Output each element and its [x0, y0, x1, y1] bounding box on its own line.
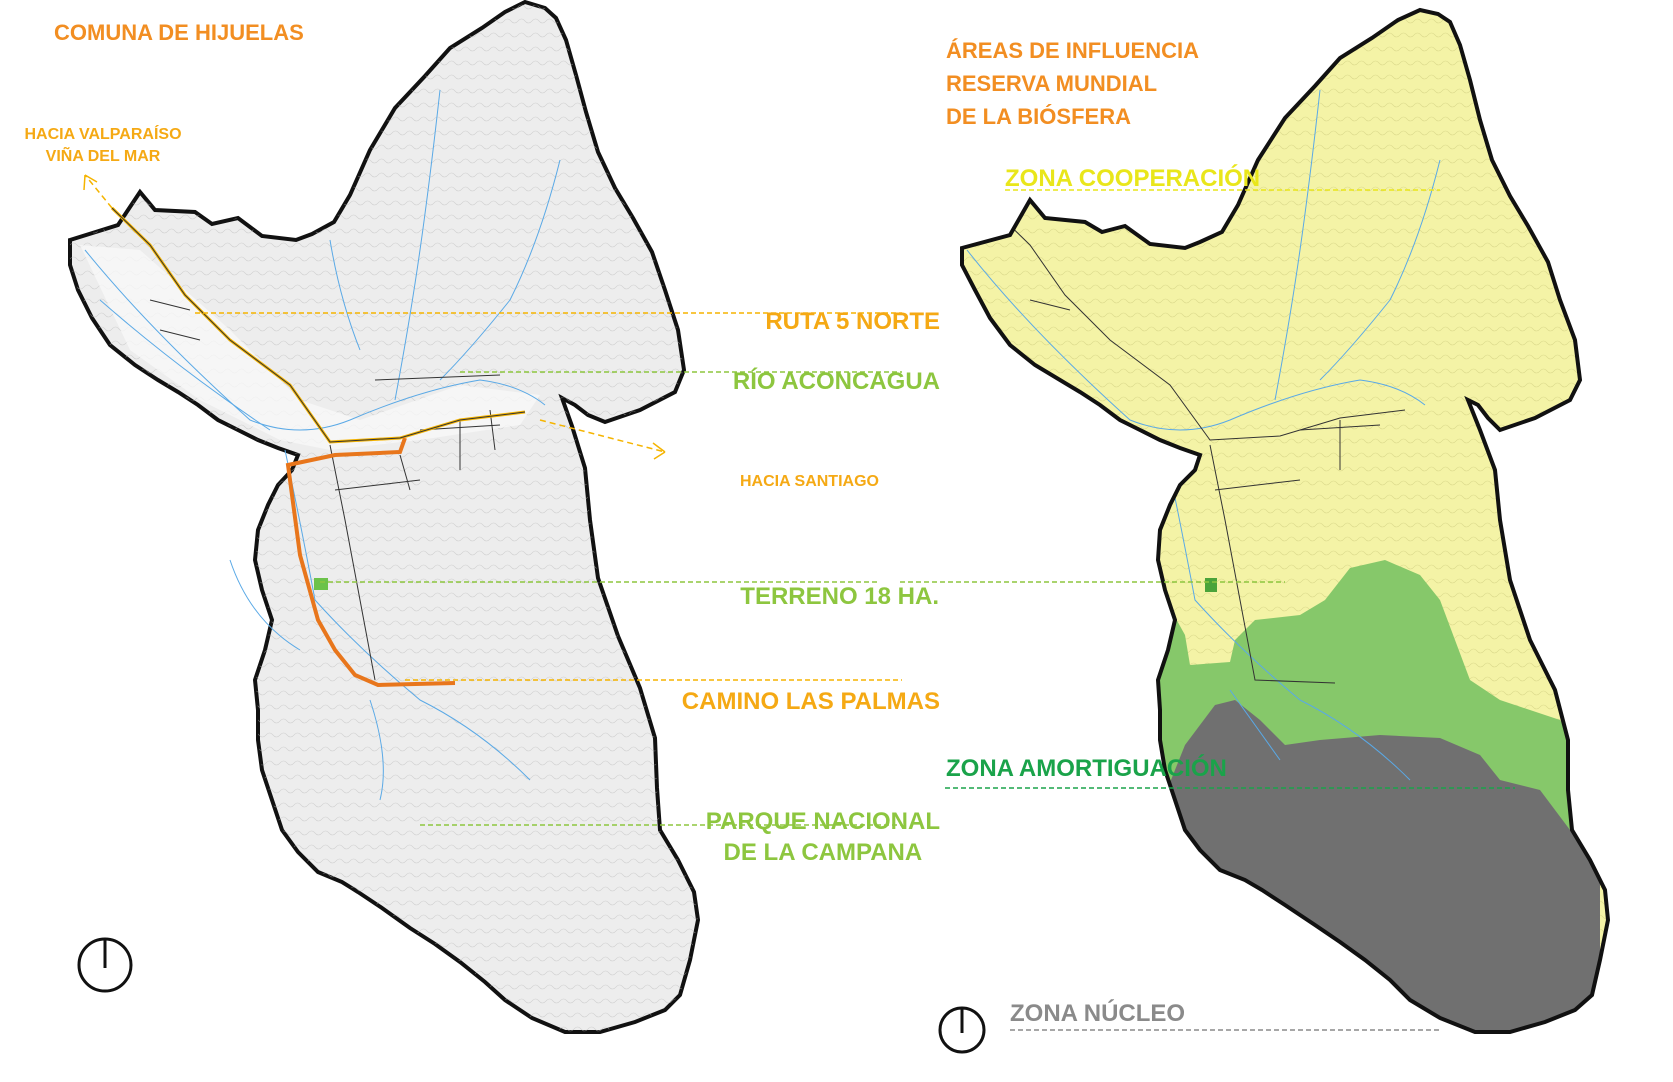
- left-map: [68, 0, 902, 1034]
- north-arrow-right: [938, 1006, 986, 1054]
- ruta-5-norte-center: [111, 207, 526, 443]
- arrowhead-valparaiso: [83, 174, 98, 191]
- streams-left: [84, 89, 561, 801]
- destination-valparaiso-line1: HACIA VALPARAÍSO: [24, 126, 182, 143]
- zona-nucleo-label: ZONA NÚCLEO: [1010, 1000, 1186, 1027]
- map-title-right-line1: ÁREAS DE INFLUENCIA: [946, 38, 1200, 63]
- parque-nacional-line1: PARQUE NACIONAL: [705, 808, 940, 835]
- zona-cooperacion-label: ZONA COOPERACIÓN: [1005, 165, 1261, 192]
- roads-right: [991, 207, 1406, 684]
- destination-santiago-label: HACIA SANTIAGO: [740, 473, 879, 490]
- valley-left: [80, 245, 540, 450]
- arrowhead-santiago: [652, 442, 666, 460]
- map-title-right-line3: DE LA BIÓSFERA: [946, 104, 1131, 129]
- hijuelas-boundary-right: [960, 7, 1611, 1034]
- destination-valparaiso-label: HACIA VALPARAÍSO VIÑA DEL MAR: [8, 124, 198, 167]
- contour-texture-left: [70, 2, 698, 1032]
- map-title-right: ÁREAS DE INFLUENCIA RESERVA MUNDIAL DE L…: [946, 34, 1199, 133]
- north-arrow-left: [77, 937, 133, 993]
- ruta-5-norte-label: RUTA 5 NORTE: [765, 308, 940, 335]
- terreno-18-ha-label: TERRENO 18 HA.: [740, 583, 939, 610]
- zona-amortiguacion-label: ZONA AMORTIGUACIÓN: [946, 755, 1227, 782]
- camino-las-palmas-line: [285, 437, 456, 688]
- destination-valparaiso-line2: VIÑA DEL MAR: [45, 147, 161, 165]
- leader-lines-left: [195, 312, 902, 826]
- map-title-left: COMUNA DE HIJUELAS: [54, 20, 304, 45]
- parque-nacional-line2: DE LA CAMPANA: [723, 839, 923, 867]
- parque-nacional-label: PARQUE NACIONAL DE LA CAMPANA: [706, 806, 940, 868]
- map-title-right-line2: RESERVA MUNDIAL: [946, 71, 1158, 96]
- streams-right: [966, 89, 1441, 781]
- camino-las-palmas-label: CAMINO LAS PALMAS: [681, 688, 940, 715]
- terreno-18-ha-marker: [314, 578, 328, 590]
- terreno-marker-right: [1205, 578, 1217, 592]
- direction-arrows-left: [84, 174, 666, 453]
- leader-lines-right: [945, 189, 1515, 1031]
- local-roads-left: [149, 299, 501, 681]
- rio-aconcagua-label: RÍO ACONCAGUA: [732, 368, 940, 395]
